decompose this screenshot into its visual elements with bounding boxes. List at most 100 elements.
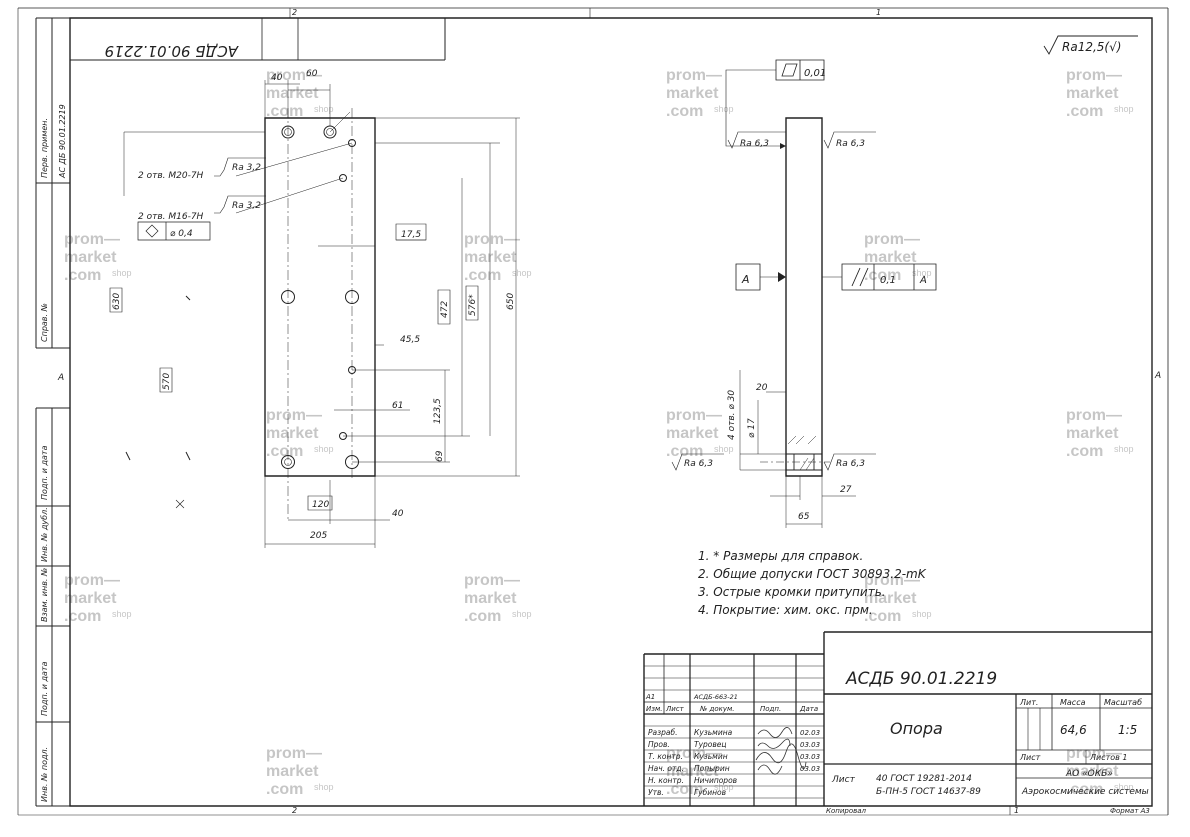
svg-text:.com: .com <box>266 103 303 120</box>
flatness-value: 0,01 <box>804 68 826 79</box>
svg-text:shop: shop <box>112 609 132 619</box>
roughness-top-left: Ra 6,3 <box>740 139 769 149</box>
svg-text:market: market <box>666 763 719 780</box>
svg-text:Ra12,5(√): Ra12,5(√) <box>1062 40 1121 54</box>
svg-text:prom—: prom— <box>1066 745 1122 762</box>
svg-text:prom—: prom— <box>1066 67 1122 84</box>
svg-text:market: market <box>864 249 917 266</box>
note-m16-roughness: Ra 3,2 <box>232 201 261 211</box>
rev-row-doc: АСДБ-663-21 <box>693 693 738 701</box>
org-name-2: Аэрокосмические системы <box>1021 787 1149 797</box>
material-line-1: 40 ГОСТ 19281-2014 <box>876 774 972 784</box>
svg-text:market: market <box>266 425 319 442</box>
zone-top-1: 1 <box>876 8 881 17</box>
dim-630: 630 <box>112 293 122 310</box>
svg-text:.com: .com <box>1066 103 1103 120</box>
rev-col-data: Дата <box>799 705 818 713</box>
hole-bottom-left <box>282 456 295 469</box>
svg-text:shop: shop <box>512 268 532 278</box>
front-view <box>110 80 520 548</box>
dim-69: 69 <box>435 450 445 462</box>
stamp-podp-data-2: Подп. и дата <box>40 661 49 716</box>
svg-text:market: market <box>1066 763 1119 780</box>
name-nkontr: Ничипоров <box>694 776 737 785</box>
drawing-frame <box>18 8 1168 815</box>
svg-text:prom—: prom— <box>666 67 722 84</box>
rev-col-list: Лист <box>665 705 685 713</box>
svg-text:market: market <box>1066 425 1119 442</box>
scale-value: 1:5 <box>1118 723 1137 737</box>
svg-text:shop: shop <box>912 609 932 619</box>
designation-mirrored: АСДБ 90.01.2219 <box>105 42 239 60</box>
format-label: Формат А3 <box>1110 807 1150 815</box>
material-prefix: Лист <box>831 775 856 785</box>
date-3: 03.03 <box>800 753 820 761</box>
svg-text:prom—: prom— <box>864 231 920 248</box>
watermark-10: prom— market .com shop <box>64 572 132 625</box>
svg-text:prom—: prom— <box>64 231 120 248</box>
svg-text:shop: shop <box>314 782 334 792</box>
dim-4-holes-d30: 4 отв. ⌀ 30 <box>727 390 737 440</box>
role-tkontr: Т. контр. <box>648 752 683 761</box>
general-roughness: Ra12,5(√) <box>1044 36 1138 54</box>
svg-text:shop: shop <box>912 268 932 278</box>
material-line-2: Б-ПН-5 ГОСТ 14637-89 <box>876 787 981 797</box>
svg-text:prom—: prom— <box>464 231 520 248</box>
watermark-3: prom— market .com shop <box>1066 67 1134 120</box>
svg-text:.com: .com <box>1066 781 1103 798</box>
dim-17-5: 17,5 <box>401 230 421 240</box>
col-scale: Масштаб <box>1104 698 1142 707</box>
rev-col-doc: № докум. <box>699 705 735 713</box>
role-nkontr: Н. контр. <box>648 776 684 785</box>
zone-top-2: 2 <box>292 8 297 17</box>
title-block <box>644 632 1152 806</box>
watermark-4: prom— market .com shop <box>64 231 132 284</box>
stamp-inv-dubl: Инв. № дубл. <box>40 507 49 562</box>
note-m20-roughness: Ra 3,2 <box>232 163 261 173</box>
stamp-perv-primen: Перв. примен. <box>40 118 49 178</box>
dim-61: 61 <box>392 401 403 411</box>
svg-text:prom—: prom— <box>864 572 920 589</box>
copied-label: Копировал <box>826 807 867 815</box>
svg-text:prom—: prom— <box>666 745 722 762</box>
svg-text:market: market <box>1066 85 1119 102</box>
hole-mid-left <box>282 291 295 304</box>
watermark-15: prom— market .com shop <box>1066 745 1134 798</box>
date-1: 02.03 <box>800 729 820 737</box>
dim-576: 576* <box>468 294 478 316</box>
svg-text:shop: shop <box>1114 782 1134 792</box>
dim-20: 20 <box>756 383 768 393</box>
dim-40-bottom: 40 <box>392 509 404 519</box>
dim-45-5: 45,5 <box>400 335 420 345</box>
dim-570: 570 <box>162 373 172 390</box>
note-holes-m20: 2 отв. М20-7Н <box>138 171 204 181</box>
note-3: 3. Острые кромки притупить. <box>698 585 886 599</box>
sheets-label: Листов 1 <box>1089 753 1128 762</box>
watermark-5: prom— market .com shop <box>464 231 532 284</box>
zone-bottom-1: 1 <box>1014 806 1019 815</box>
svg-text:.com: .com <box>464 267 501 284</box>
mass-value: 64,6 <box>1060 723 1087 737</box>
dim-472: 472 <box>440 301 450 318</box>
name-utv: Губинов <box>694 788 726 797</box>
watermark-2: prom— market .com shop <box>666 67 734 120</box>
role-utv: Утв. <box>648 788 664 797</box>
stamp-sprav-no: Справ. № <box>40 303 49 342</box>
svg-text:prom—: prom— <box>666 407 722 424</box>
datum-letter: А <box>741 273 750 286</box>
roughness-bottom-left: Ra 6,3 <box>684 459 713 469</box>
svg-text:.com: .com <box>666 443 703 460</box>
note-2: 2. Общие допуски ГОСТ 30893.2-mK <box>698 567 927 581</box>
role-prov: Пров. <box>648 740 670 749</box>
svg-text:market: market <box>64 590 117 607</box>
watermark-14: prom— market .com shop <box>666 745 734 798</box>
zone-left-a: A <box>57 373 64 383</box>
roughness-top-right: Ra 6,3 <box>836 139 865 149</box>
side-profile <box>786 118 822 476</box>
svg-text:.com: .com <box>1066 443 1103 460</box>
rev-row-izm: А1 <box>645 693 655 701</box>
svg-text:shop: shop <box>112 268 132 278</box>
zone-bottom-2: 2 <box>292 806 297 815</box>
zone-right-a: A <box>1154 371 1161 381</box>
watermark-7: prom— market .com shop <box>266 407 334 460</box>
